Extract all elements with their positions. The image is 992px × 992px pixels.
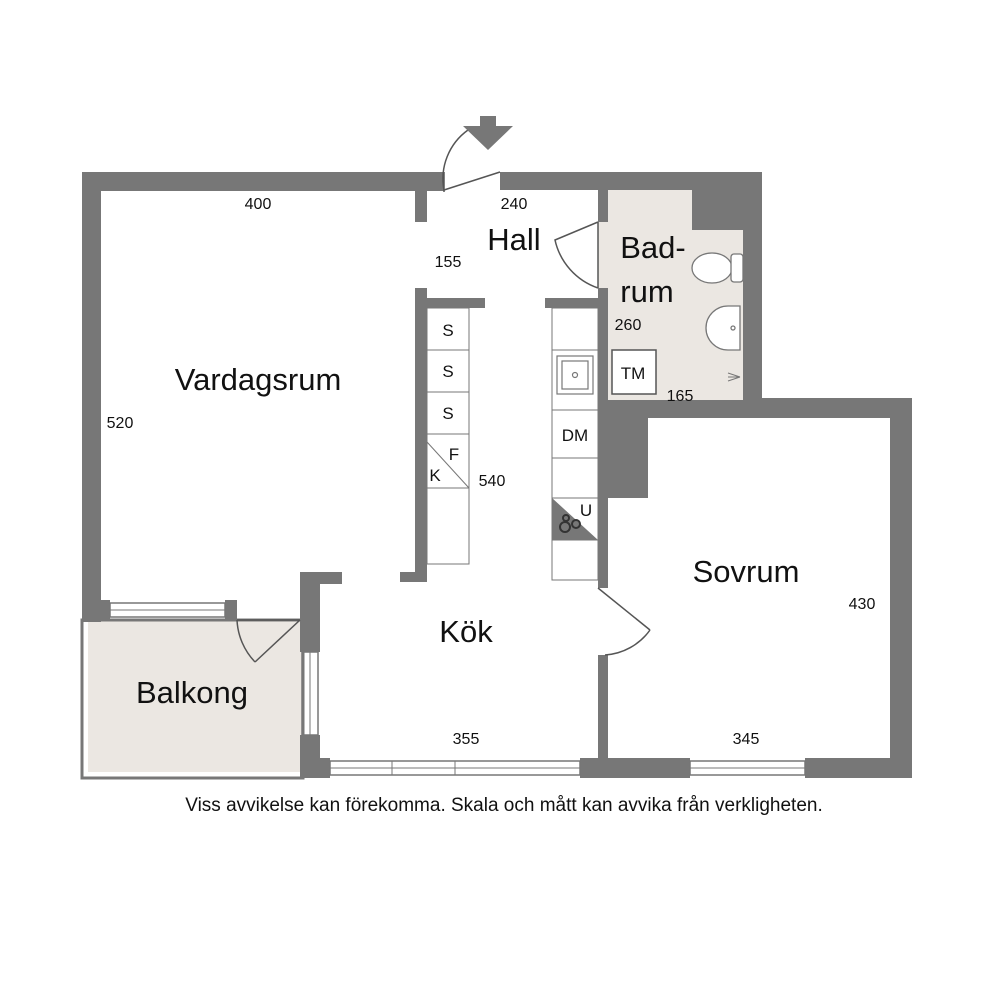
shower-icon: [727, 372, 741, 382]
washbasin-icon: [705, 305, 741, 351]
room-label-sovrum: Sovrum: [693, 554, 800, 589]
fixture-label-wardrobe-2: S: [442, 362, 453, 381]
dimension-kitchen-length: 540: [479, 473, 506, 490]
dimension-hall-width: 240: [501, 196, 528, 213]
fixture-label-washing-machine: TM: [621, 364, 646, 383]
disclaimer-text: Viss avvikelse kan förekomma. Skala och …: [185, 795, 823, 816]
fixture-label-fridge: K: [429, 466, 441, 485]
fixture-label-wardrobe-1: S: [442, 321, 453, 340]
dimension-vardagsrum-width: 400: [245, 196, 272, 213]
room-label-badrum-line2: rum: [620, 274, 673, 309]
fixture-label-freezer: F: [449, 445, 459, 464]
doors: [236, 129, 651, 663]
room-label-hall: Hall: [487, 222, 540, 257]
dimension-bedroom-width: 345: [733, 731, 760, 748]
kitchen-counter: [551, 307, 599, 581]
fixture-label-oven: U: [580, 501, 592, 520]
wardrobe-unit: [426, 307, 470, 565]
dimension-bath-width: 165: [667, 388, 694, 405]
room-label-badrum-line1: Bad-: [620, 230, 685, 265]
stove-icon: [552, 498, 598, 540]
fixture-label-wardrobe-3: S: [442, 404, 453, 423]
dimension-hall-depth: 155: [435, 254, 462, 271]
fixture-label-dishwasher: DM: [562, 426, 588, 445]
walls: [82, 172, 912, 778]
balcony-floor: [88, 620, 303, 772]
dimension-kitchen-width: 355: [453, 731, 480, 748]
balcony-railing: [80, 618, 305, 780]
washing-machine-icon: [611, 349, 657, 395]
entrance-arrow-icon: [463, 116, 513, 150]
toilet-icon: [691, 252, 744, 284]
room-label-balkong: Balkong: [136, 675, 248, 710]
dimension-vardagsrum-height: 520: [107, 415, 134, 432]
room-label-kok: Kök: [439, 614, 493, 649]
sink-icon: [556, 355, 594, 395]
dimension-bath-height: 260: [615, 317, 642, 334]
room-label-vardagsrum: Vardagsrum: [175, 362, 342, 397]
dimension-bedroom-height: 430: [849, 596, 876, 613]
